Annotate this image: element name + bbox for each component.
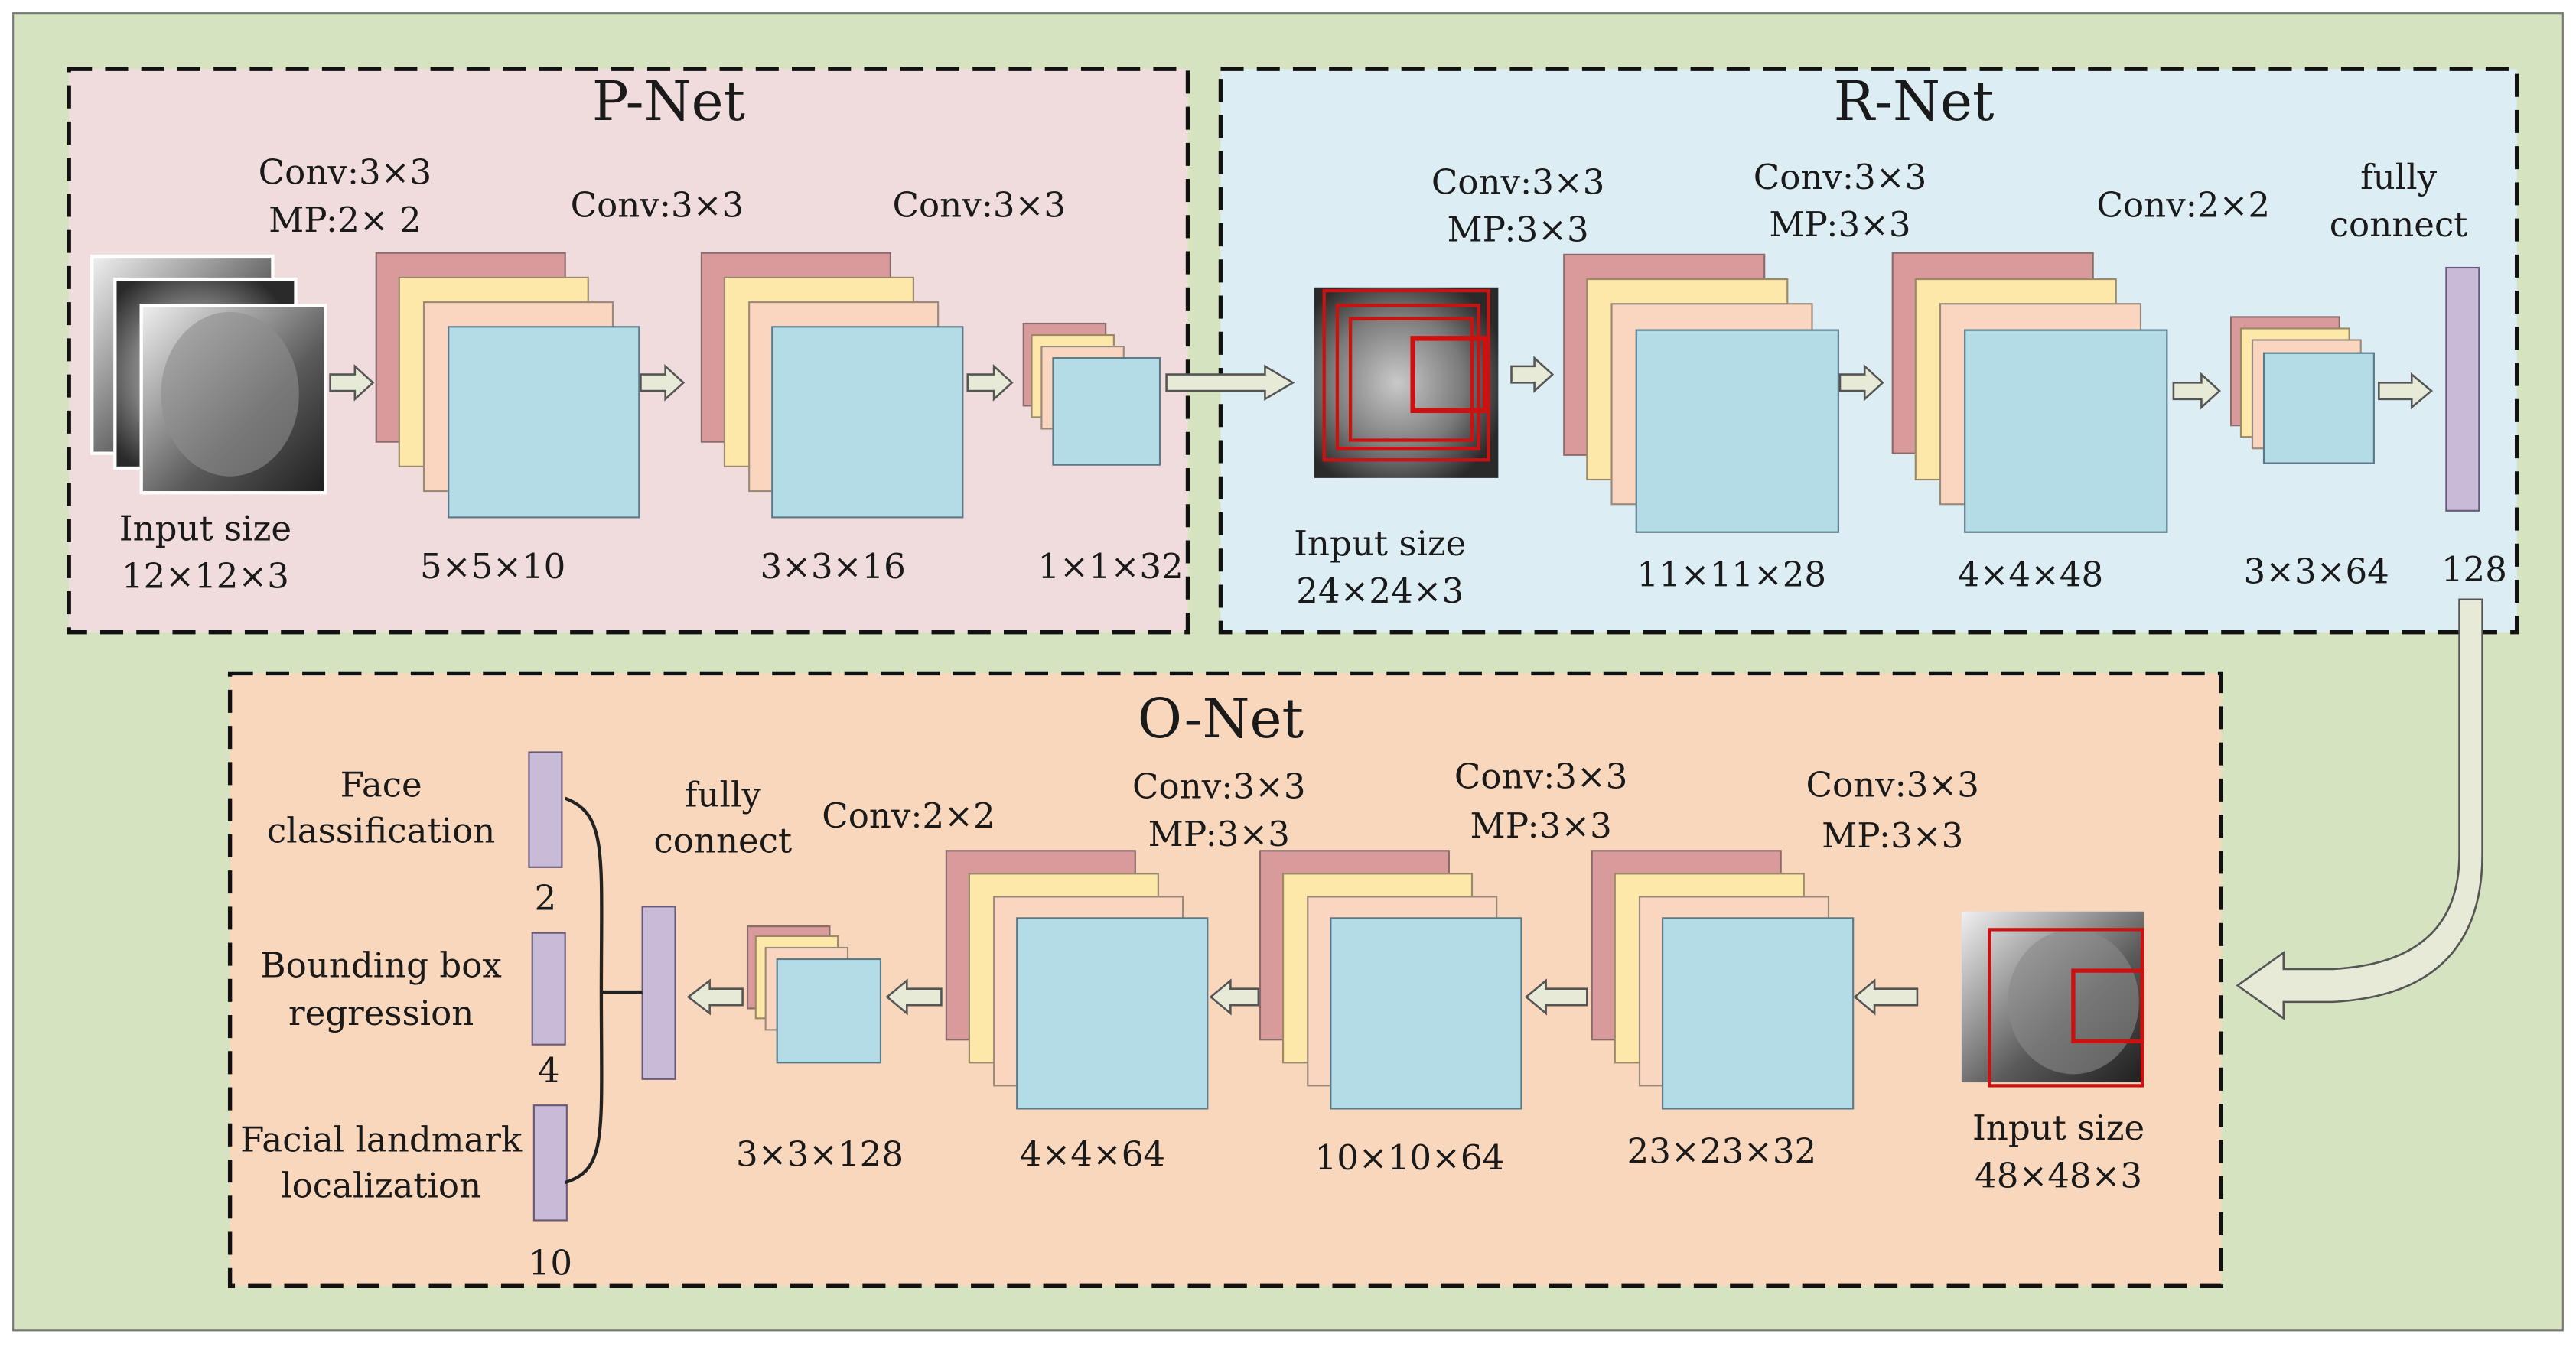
pnet-op-mp1: MP:2× 2: [269, 200, 422, 240]
output-landmark-line2: localization: [281, 1166, 482, 1206]
onet-input-label: Input size: [1972, 1108, 2145, 1148]
pnet-input-image: [90, 254, 327, 495]
rnet-size-fc: 128: [2441, 550, 2507, 590]
rnet-op-mp2: MP:3×3: [1769, 205, 1911, 245]
pnet-title: P-Net: [591, 69, 746, 133]
onet-fc-bar: [641, 906, 676, 1080]
output-landmark-dim: 10: [528, 1243, 573, 1283]
arrow-pnet-1: [329, 363, 375, 402]
onet-size-layer1: 23×23×32: [1627, 1131, 1817, 1172]
arrow-rnet-3: [2172, 372, 2221, 410]
onet-op-conv3: Conv:3×3: [1132, 766, 1306, 807]
arrow-rnet-to-onet: [2236, 598, 2483, 1020]
arrow-pnet-to-rnet: [1165, 364, 1295, 402]
onet-op-mp2: MP:3×3: [1470, 806, 1612, 846]
arrow-rnet-4: [2378, 372, 2434, 410]
pnet-op-conv2: Conv:3×3: [570, 185, 744, 226]
rnet-op-conv1: Conv:3×3: [1431, 162, 1605, 203]
arrow-onet-4: [885, 978, 943, 1016]
output-face-line1: Face: [340, 765, 422, 805]
arrow-onet-3: [1209, 978, 1260, 1016]
pnet-input-label: Input size: [119, 509, 292, 549]
pnet-layer2-block: [700, 252, 964, 519]
onet-layer1-block: [1591, 850, 1855, 1110]
rnet-fc-label-1: fully: [2360, 158, 2438, 197]
onet-op-mp1: MP:3×3: [1822, 816, 1964, 856]
onet-size-layer2: 10×10×64: [1314, 1138, 1505, 1178]
rnet-fc-label-2: connect: [2329, 205, 2468, 245]
onet-layer2-block: [1259, 850, 1522, 1110]
onet-op-conv1: Conv:3×3: [1806, 765, 1979, 805]
rnet-input-image: [1314, 287, 1499, 478]
rnet-op-mp1: MP:3×3: [1447, 210, 1589, 250]
output-landmark-line1: Facial landmark: [240, 1120, 523, 1160]
onet-landmark-bar: [532, 1104, 568, 1222]
arrow-onet-5: [686, 978, 744, 1016]
onet-input-image: [1961, 911, 2144, 1088]
pnet-layer3-block: [1022, 322, 1161, 466]
onet-op-conv4: Conv:2×2: [822, 796, 995, 836]
onet-layer4-block: [746, 925, 882, 1064]
output-bbox-dim: 4: [537, 1051, 560, 1091]
onet-bbox-bar: [531, 932, 566, 1046]
output-face-dim: 2: [534, 878, 557, 919]
pnet-op-conv1: Conv:3×3: [258, 152, 432, 193]
rnet-fc-bar: [2445, 266, 2480, 512]
rnet-op-conv3: Conv:2×2: [2096, 185, 2271, 226]
arrow-rnet-2: [1838, 363, 1884, 402]
rnet-title: R-Net: [1833, 69, 1995, 133]
output-bbox-line1: Bounding box: [260, 945, 502, 986]
onet-title: O-Net: [1137, 686, 1304, 751]
rnet-input-size: 24×24×3: [1296, 571, 1464, 611]
pnet-size-layer3: 1×1×32: [1037, 547, 1184, 587]
rnet-layer3-block: [2229, 316, 2375, 464]
onet-fc-label-1: fully: [684, 775, 761, 815]
pnet-op-conv3: Conv:3×3: [892, 185, 1067, 226]
arrow-onet-2: [1524, 978, 1588, 1016]
rnet-input-label: Input size: [1294, 523, 1467, 564]
onet-op-conv2: Conv:3×3: [1454, 756, 1628, 797]
onet-output-bracket: [564, 796, 643, 1185]
rnet-layer1-block: [1563, 253, 1839, 533]
rnet-op-conv2: Conv:3×3: [1753, 158, 1927, 197]
arrow-pnet-3: [966, 363, 1014, 402]
rnet-size-layer2: 4×4×48: [1957, 555, 2104, 595]
pnet-size-layer1: 5×5×10: [420, 547, 566, 587]
onet-op-mp3: MP:3×3: [1148, 815, 1290, 854]
onet-size-layer4: 3×3×128: [735, 1134, 904, 1175]
flow-arrows: [329, 356, 2483, 1020]
rnet-layer2-block: [1891, 252, 2168, 533]
pnet-input-size: 12×12×3: [121, 556, 289, 597]
rnet-size-layer1: 11×11×28: [1636, 555, 1827, 595]
onet-size-layer3: 4×4×64: [1019, 1134, 1166, 1175]
onet-input-size: 48×48×3: [1975, 1156, 2143, 1196]
rnet-size-layer3: 3×3×64: [2243, 551, 2389, 592]
onet-layer3-block: [945, 850, 1209, 1110]
arrow-rnet-1: [1510, 356, 1555, 393]
pnet-size-layer2: 3×3×16: [760, 547, 906, 587]
pnet-layer1-block: [375, 252, 640, 519]
output-face-line2: classification: [267, 811, 496, 851]
onet-fc-label-2: connect: [653, 821, 793, 861]
output-bbox-line2: regression: [288, 994, 474, 1033]
arrow-onet-1: [1853, 978, 1919, 1016]
arrow-pnet-2: [640, 363, 686, 402]
onet-face-class-bar: [528, 751, 563, 868]
